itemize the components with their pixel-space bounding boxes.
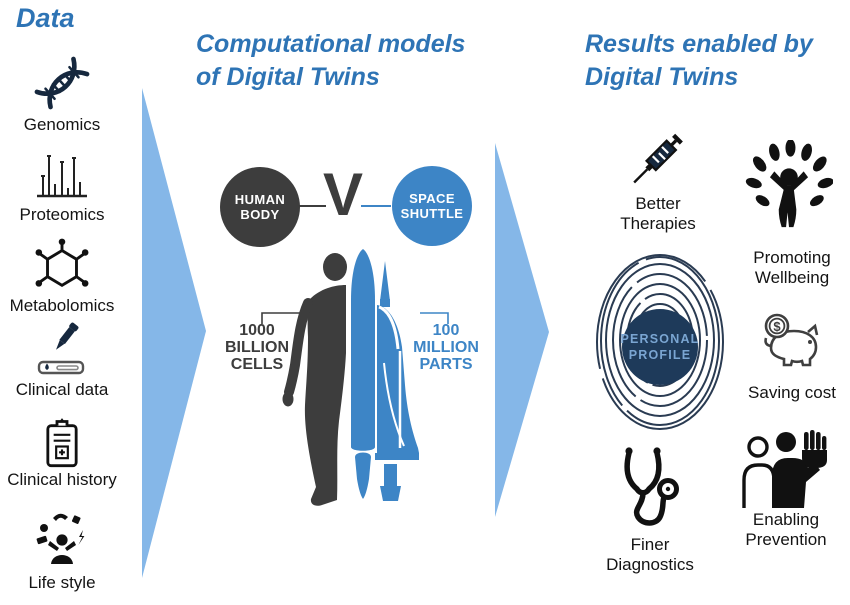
droplet-glyph: [45, 363, 49, 370]
spectrum-chart-icon: [37, 155, 87, 198]
enabling-prevention-line2: Prevention: [745, 530, 827, 549]
center-title-line2: of Digital Twins: [196, 63, 380, 91]
human-stat-line3: CELLS: [230, 356, 284, 373]
fingerprint-icon: [596, 254, 724, 430]
space-shuttle-half-icon: [351, 249, 419, 501]
genomics-label: Genomics: [23, 115, 101, 134]
better-therapies-line2: Therapies: [620, 214, 696, 233]
center-column-title: Computational models of Digital Twins: [196, 28, 516, 94]
human-stat-line1: 1000: [239, 322, 275, 339]
personal-profile-line1: PERSONAL: [620, 332, 700, 346]
people-stop-hand-icon: [742, 430, 827, 508]
result-item-personal-profile: PERSONAL PROFILE: [594, 250, 726, 430]
coin-dollar-glyph: $: [773, 319, 781, 334]
active-person-icon: [36, 513, 85, 564]
data-item-genomics: [0, 52, 124, 114]
versus-letter: V: [322, 161, 364, 228]
data-item-metabolomics: [0, 238, 124, 294]
results-title-line1: Results enabled by: [585, 30, 813, 58]
shuttle-stat-line3: PARTS: [419, 356, 473, 373]
promoting-wellbeing-line1: Promoting: [753, 248, 831, 267]
results-title-line2: Digital Twins: [585, 63, 739, 91]
human-body-circle-line2: BODY: [240, 207, 280, 222]
human-cells-stat: 1000 BILLION CELLS: [217, 322, 297, 373]
saving-cost-label: Saving cost: [748, 383, 836, 402]
personal-profile-circle: [622, 309, 698, 385]
result-item-promoting-wellbeing: [745, 140, 833, 232]
promoting-wellbeing-line2: Wellbeing: [754, 268, 830, 287]
promoting-wellbeing-label: Promoting Wellbeing: [742, 248, 842, 288]
dna-icon: [34, 56, 90, 110]
left-flow-arrow-icon: [142, 88, 206, 578]
syringe-icon: [633, 133, 683, 184]
finer-diagnostics-line1: Finer: [630, 535, 670, 554]
result-item-enabling-prevention: [736, 430, 830, 510]
space-shuttle-circle-line1: SPACE: [409, 191, 455, 206]
enabling-prevention-label: Enabling Prevention: [734, 510, 838, 550]
space-shuttle-circle-line2: SHUTTLE: [400, 206, 464, 221]
human-body-circle: HUMAN BODY: [220, 167, 300, 247]
results-column-title: Results enabled by Digital Twins: [585, 28, 845, 94]
right-flow-arrow-icon: [495, 143, 549, 517]
finer-diagnostics-label: Finer Diagnostics: [596, 535, 704, 575]
finer-diagnostics-line2: Diagnostics: [606, 555, 694, 574]
person-with-leaves-icon: [745, 140, 833, 228]
center-title-line1: Computational models: [196, 30, 466, 58]
stethoscope-icon: [624, 447, 679, 526]
data-column-title: Data: [16, 3, 75, 33]
dropper-test-icon: [37, 322, 85, 375]
metabolomics-label: Metabolomics: [9, 296, 115, 315]
better-therapies-line1: Better: [635, 194, 681, 213]
life-style-label: Life style: [28, 573, 96, 592]
clinical-data-label: Clinical data: [15, 380, 109, 399]
human-shuttle-figure: [282, 249, 419, 506]
human-stat-line2: BILLION: [225, 339, 289, 356]
human-half-silhouette-icon: [282, 253, 347, 506]
molecule-icon: [35, 238, 89, 287]
data-item-life-style: [0, 506, 124, 568]
parts-bracket-line: [420, 312, 449, 324]
result-item-better-therapies: [612, 128, 704, 198]
result-item-finer-diagnostics: [612, 445, 688, 531]
proteomics-label: Proteomics: [19, 205, 105, 224]
piggy-bank-icon: $: [764, 313, 819, 367]
human-body-circle-line1: HUMAN: [234, 192, 286, 207]
clipboard-icon: [46, 418, 78, 468]
data-item-proteomics: [0, 148, 124, 202]
better-therapies-label: Better Therapies: [608, 194, 708, 234]
data-item-clinical-history: [0, 418, 124, 470]
result-item-saving-cost: $: [753, 306, 831, 378]
data-item-clinical-data: [0, 322, 124, 378]
clinical-history-label: Clinical history: [7, 470, 117, 489]
cells-bracket-line: [261, 312, 306, 324]
personal-profile-label: PERSONAL PROFILE: [610, 331, 710, 363]
shuttle-stat-line2: MILLION: [413, 339, 479, 356]
personal-profile-line2: PROFILE: [628, 348, 692, 362]
space-shuttle-circle: SPACE SHUTTLE: [392, 166, 472, 246]
shuttle-stat-line1: 100: [432, 322, 460, 339]
shuttle-detail-lines: [378, 305, 405, 448]
enabling-prevention-line1: Enabling: [752, 510, 820, 529]
shuttle-parts-stat: 100 MILLION PARTS: [410, 322, 482, 373]
